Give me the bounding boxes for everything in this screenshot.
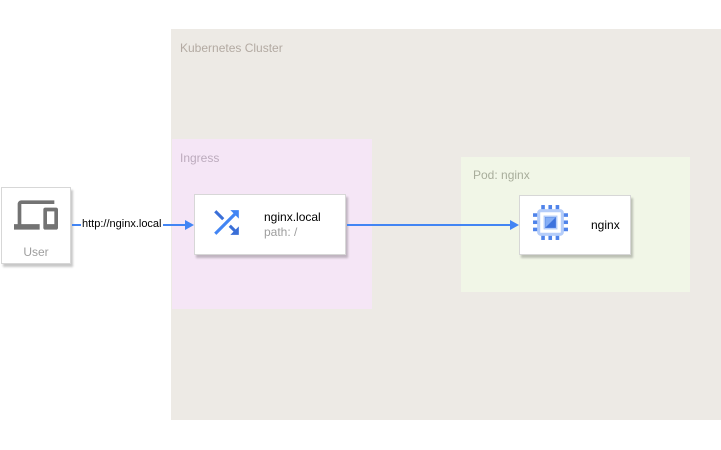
arrowhead-icon xyxy=(510,220,519,230)
arrowhead-icon xyxy=(185,220,194,230)
devices-icon xyxy=(13,193,59,242)
ingress-region-label: Ingress xyxy=(180,151,220,165)
user-node-label: User xyxy=(23,244,49,259)
user-node[interactable]: User xyxy=(1,187,71,264)
chip-icon xyxy=(532,204,569,246)
pod-region-label: Pod: nginx xyxy=(473,168,530,182)
cluster-label: Kubernetes Cluster xyxy=(180,41,283,55)
edge-label-http-nginx-local: http://nginx.local xyxy=(81,218,163,230)
ingress-host-label: nginx.local xyxy=(264,209,321,224)
edge-line xyxy=(347,224,511,226)
shuffle-icon xyxy=(208,204,245,246)
nginx-container-node[interactable]: nginx xyxy=(519,195,631,255)
ingress-rule-node[interactable]: nginx.local path: / xyxy=(194,194,346,255)
ingress-path-label: path: / xyxy=(264,224,298,239)
pod-node-label: nginx xyxy=(591,217,620,232)
